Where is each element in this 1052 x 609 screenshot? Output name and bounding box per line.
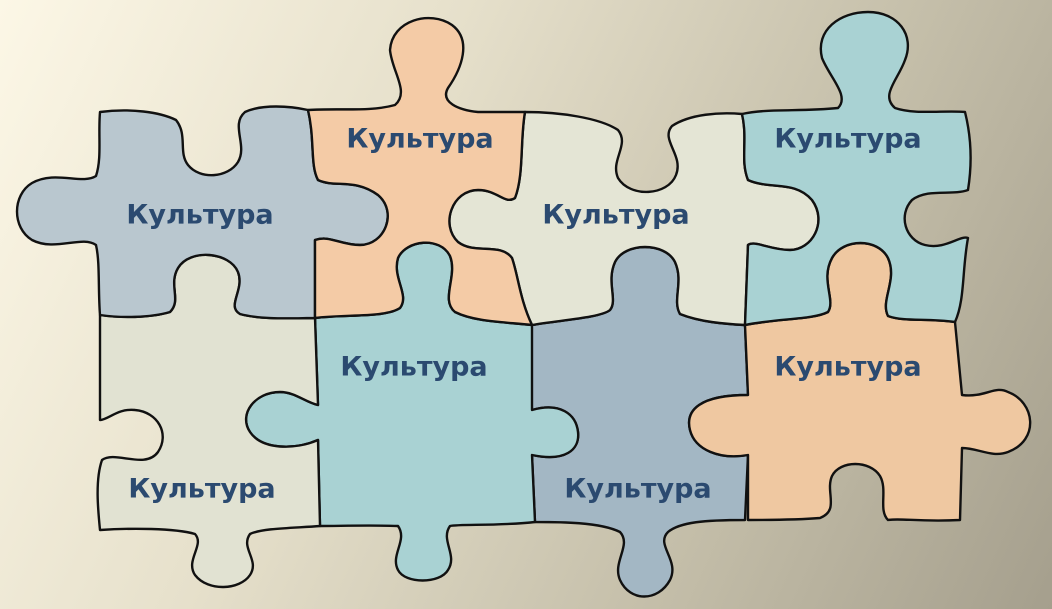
puzzle-piece-1: Культура <box>15 105 389 320</box>
puzzle-piece-3-label: Культура <box>542 200 689 231</box>
puzzle-piece-2-label: Культура <box>346 124 493 155</box>
puzzle-piece-4: Культура <box>740 10 972 327</box>
puzzle-piece-1-label: Культура <box>126 200 273 231</box>
puzzle-piece-5-label: Культура <box>128 474 275 505</box>
puzzle-piece-2-shape <box>306 16 534 327</box>
puzzle-piece-2: Культура <box>306 16 534 327</box>
puzzle-piece-6-label: Культура <box>340 352 487 383</box>
puzzle-piece-8-label: Культура <box>774 352 921 383</box>
puzzle-piece-7-label: Культура <box>564 474 711 505</box>
puzzle-piece-4-label: Культура <box>774 124 921 155</box>
puzzle-piece-8: Культура <box>687 241 1032 522</box>
puzzle-piece-1-shape <box>15 105 389 320</box>
puzzle-piece-4-shape <box>740 10 972 327</box>
